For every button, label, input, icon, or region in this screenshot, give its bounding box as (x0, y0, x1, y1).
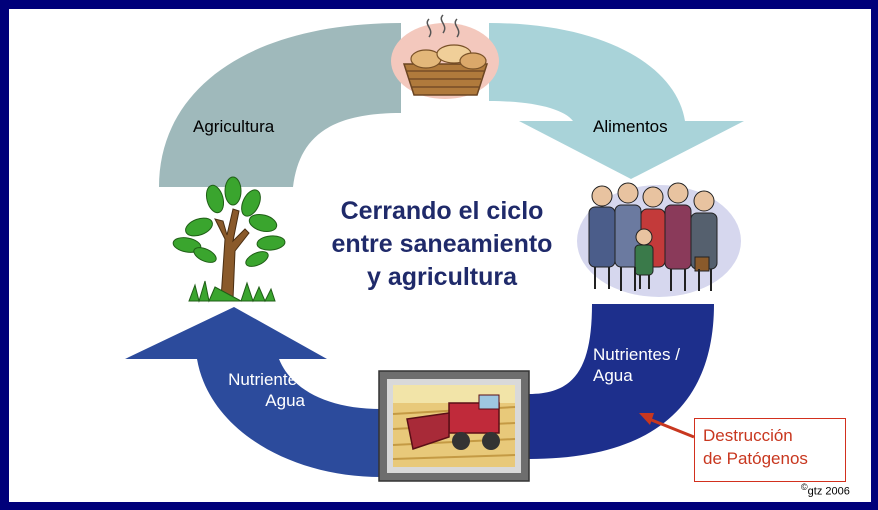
callout-pointer-head (639, 413, 654, 425)
nutrientes-left-label: Nutrientes / Agua (203, 369, 315, 411)
pathogen-destruction-callout: Destrucción de Patógenos (694, 418, 846, 482)
agricultura-arrow (159, 23, 401, 187)
agricultura-label: Agricultura (193, 117, 275, 136)
copyright-notice: ©gtz 2006 (801, 482, 850, 498)
nutrientes-right-line2: Agua (593, 366, 633, 385)
tree-icon (172, 176, 286, 303)
title-line-3: y agricultura (366, 263, 518, 291)
title-line-1: Cerrando el ciclo (340, 197, 544, 225)
harvester-icon (378, 370, 530, 482)
cycle-diagram (125, 14, 744, 482)
bread-basket-icon (391, 14, 499, 99)
copyright-text: gtz 2006 (807, 485, 850, 498)
callout-line-1: Destrucción (703, 426, 793, 445)
nutrientes-right-line1: Nutrientes / (593, 345, 680, 364)
nutrientes-left-line1: Nutrientes / (228, 370, 315, 389)
alimentos-arrow (489, 23, 744, 179)
nutrientes-left-arrow (125, 307, 381, 477)
callout-line-2: de Patógenos (703, 449, 808, 468)
diagram-title: Cerrando el ciclo entre saneamiento y ag… (307, 195, 577, 294)
alimentos-label: Alimentos (593, 117, 668, 136)
slide: Agricultura Alimentos Nutrientes / Agua … (9, 9, 871, 502)
callout-pointer (648, 417, 695, 439)
nutrientes-left-line2: Agua (265, 391, 305, 410)
people-group-icon (577, 182, 741, 297)
copyright-symbol: © (801, 482, 808, 492)
nutrientes-right-arrow (529, 304, 714, 459)
nutrientes-right-label: Nutrientes / Agua (593, 344, 680, 386)
title-line-2: entre saneamiento (331, 230, 553, 258)
